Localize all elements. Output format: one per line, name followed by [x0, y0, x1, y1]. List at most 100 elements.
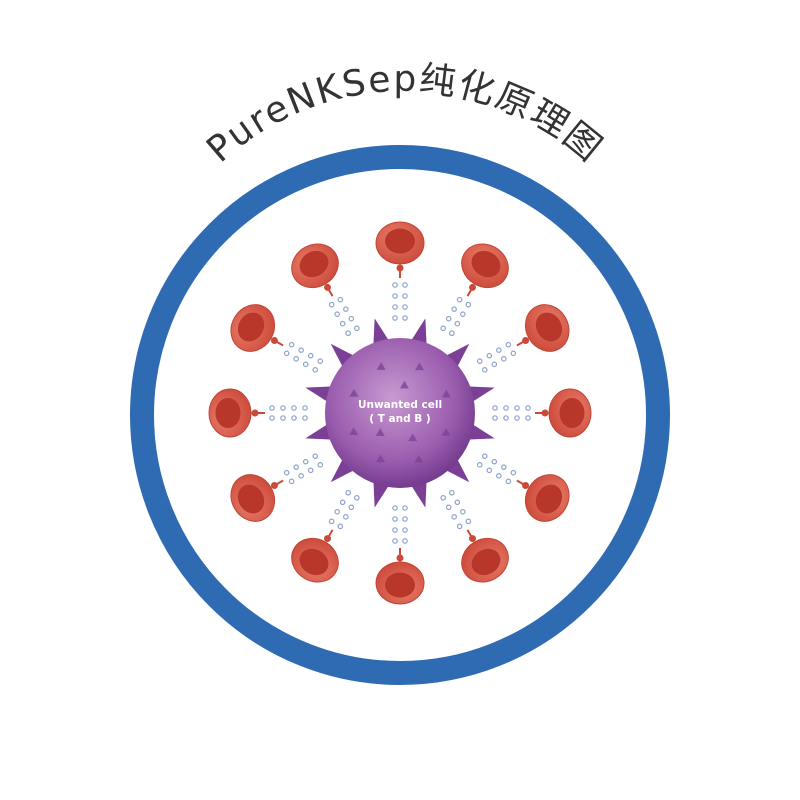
red-blood-cell: [230, 304, 276, 352]
antibody-unit: [339, 499, 346, 506]
antibody-unit: [449, 330, 455, 337]
antibody-unit: [440, 494, 446, 501]
antibody-tether-head: [396, 554, 404, 562]
red-blood-cell: [524, 474, 570, 522]
antibody-unit: [280, 405, 286, 411]
antibody-unit: [491, 458, 498, 465]
antibody-unit: [454, 499, 461, 506]
antibody-unit: [317, 462, 324, 468]
cell-surface-mark: [441, 427, 451, 436]
antibody-unit: [492, 405, 498, 411]
red-blood-cell-center: [215, 398, 241, 428]
red-blood-cell-center: [535, 484, 563, 514]
red-blood-cell: [208, 388, 252, 438]
red-blood-cell: [375, 561, 425, 605]
antibody-unit: [454, 320, 461, 327]
antibody-unit: [334, 311, 340, 317]
antibody-unit: [503, 405, 509, 411]
antibody-unit: [348, 315, 355, 322]
antibody-unit: [354, 494, 360, 501]
antibody-unit: [392, 293, 398, 299]
antibody-unit: [392, 516, 398, 522]
antibody-unit: [312, 367, 319, 373]
antibody-unit: [392, 315, 398, 321]
antibody-unit: [345, 489, 351, 496]
antibody-tether-head: [541, 409, 549, 417]
unwanted-cell-body: [325, 338, 475, 488]
unwanted-cell-sublabel: ( T and B ): [369, 413, 430, 425]
antibody-unit: [481, 367, 488, 373]
antibody-unit: [402, 527, 408, 533]
antibody-unit: [460, 311, 466, 317]
cell-surface-mark: [414, 362, 424, 371]
antibody-unit: [505, 341, 512, 348]
red-blood-cell-center: [237, 484, 265, 514]
red-blood-cell-center: [471, 548, 501, 576]
antibody-unit: [505, 478, 512, 485]
antibody-unit: [510, 350, 517, 357]
antibody-unit: [392, 505, 398, 511]
red-blood-cell: [375, 221, 425, 265]
red-blood-cell: [461, 243, 509, 289]
antibody-unit: [486, 352, 493, 359]
antibody-unit: [339, 320, 346, 327]
cell-surface-mark: [399, 380, 409, 389]
antibody-unit: [496, 347, 502, 353]
red-blood-cell: [230, 474, 276, 522]
cell-surface-mark: [376, 454, 386, 463]
antibody-tether-head: [270, 482, 278, 489]
antibody-tether-head: [324, 283, 331, 291]
unwanted-cell: Unwanted cell ( T and B ): [305, 318, 495, 508]
cell-surface-marks: [349, 362, 451, 463]
red-blood-cell: [461, 537, 509, 583]
antibody-unit: [445, 315, 452, 322]
antibody-unit: [312, 453, 319, 459]
antibody-tether-head: [396, 264, 404, 272]
antibody-unit: [402, 293, 408, 299]
red-blood-cell-center: [471, 250, 501, 278]
antibody-unit: [302, 415, 308, 421]
outer-ring: [130, 145, 670, 685]
antibody-unit: [451, 306, 457, 312]
antibody-unit: [280, 415, 286, 421]
antibody-unit: [456, 296, 463, 303]
antibody-unit: [476, 358, 483, 364]
red-blood-cell: [524, 304, 570, 352]
antibody-unit: [402, 505, 408, 511]
antibody-unit: [402, 304, 408, 310]
red-blood-cell-center: [299, 548, 329, 576]
antibody-unit: [307, 352, 314, 359]
cell-surface-mark: [376, 362, 386, 370]
antibody-unit: [348, 504, 355, 511]
antibody-unit: [486, 467, 493, 474]
antibody-unit: [392, 282, 398, 288]
antibody-unit: [283, 350, 290, 357]
cell-surface-mark: [349, 427, 359, 435]
red-blood-cell-center: [535, 312, 563, 342]
red-blood-cells: [208, 221, 592, 605]
antibody-unit: [465, 301, 472, 308]
antibody-tether-head: [251, 409, 259, 417]
antibody-unit: [501, 464, 507, 470]
antibody-unit: [302, 405, 308, 411]
antibody-unit: [307, 467, 314, 474]
antibody-tether-head: [469, 283, 476, 291]
antibody-tether-head: [522, 337, 530, 344]
antibody-unit: [481, 453, 488, 459]
unwanted-cell-label: Unwanted cell: [358, 399, 442, 411]
antibody-unit: [525, 415, 531, 421]
antibody-unit: [501, 356, 507, 362]
antibody-unit: [291, 405, 297, 411]
antibody-unit: [514, 405, 520, 411]
antibody-unit: [449, 489, 455, 496]
antibody-unit: [402, 516, 408, 522]
antibody-unit: [392, 538, 398, 544]
red-blood-cell-center: [385, 228, 415, 254]
antibody-unit: [402, 282, 408, 288]
antibody-unit: [337, 296, 344, 303]
cell-surface-mark: [414, 454, 424, 463]
antibody-unit: [334, 509, 340, 515]
antibody-unit: [354, 325, 360, 332]
antibody-unit: [288, 478, 295, 485]
